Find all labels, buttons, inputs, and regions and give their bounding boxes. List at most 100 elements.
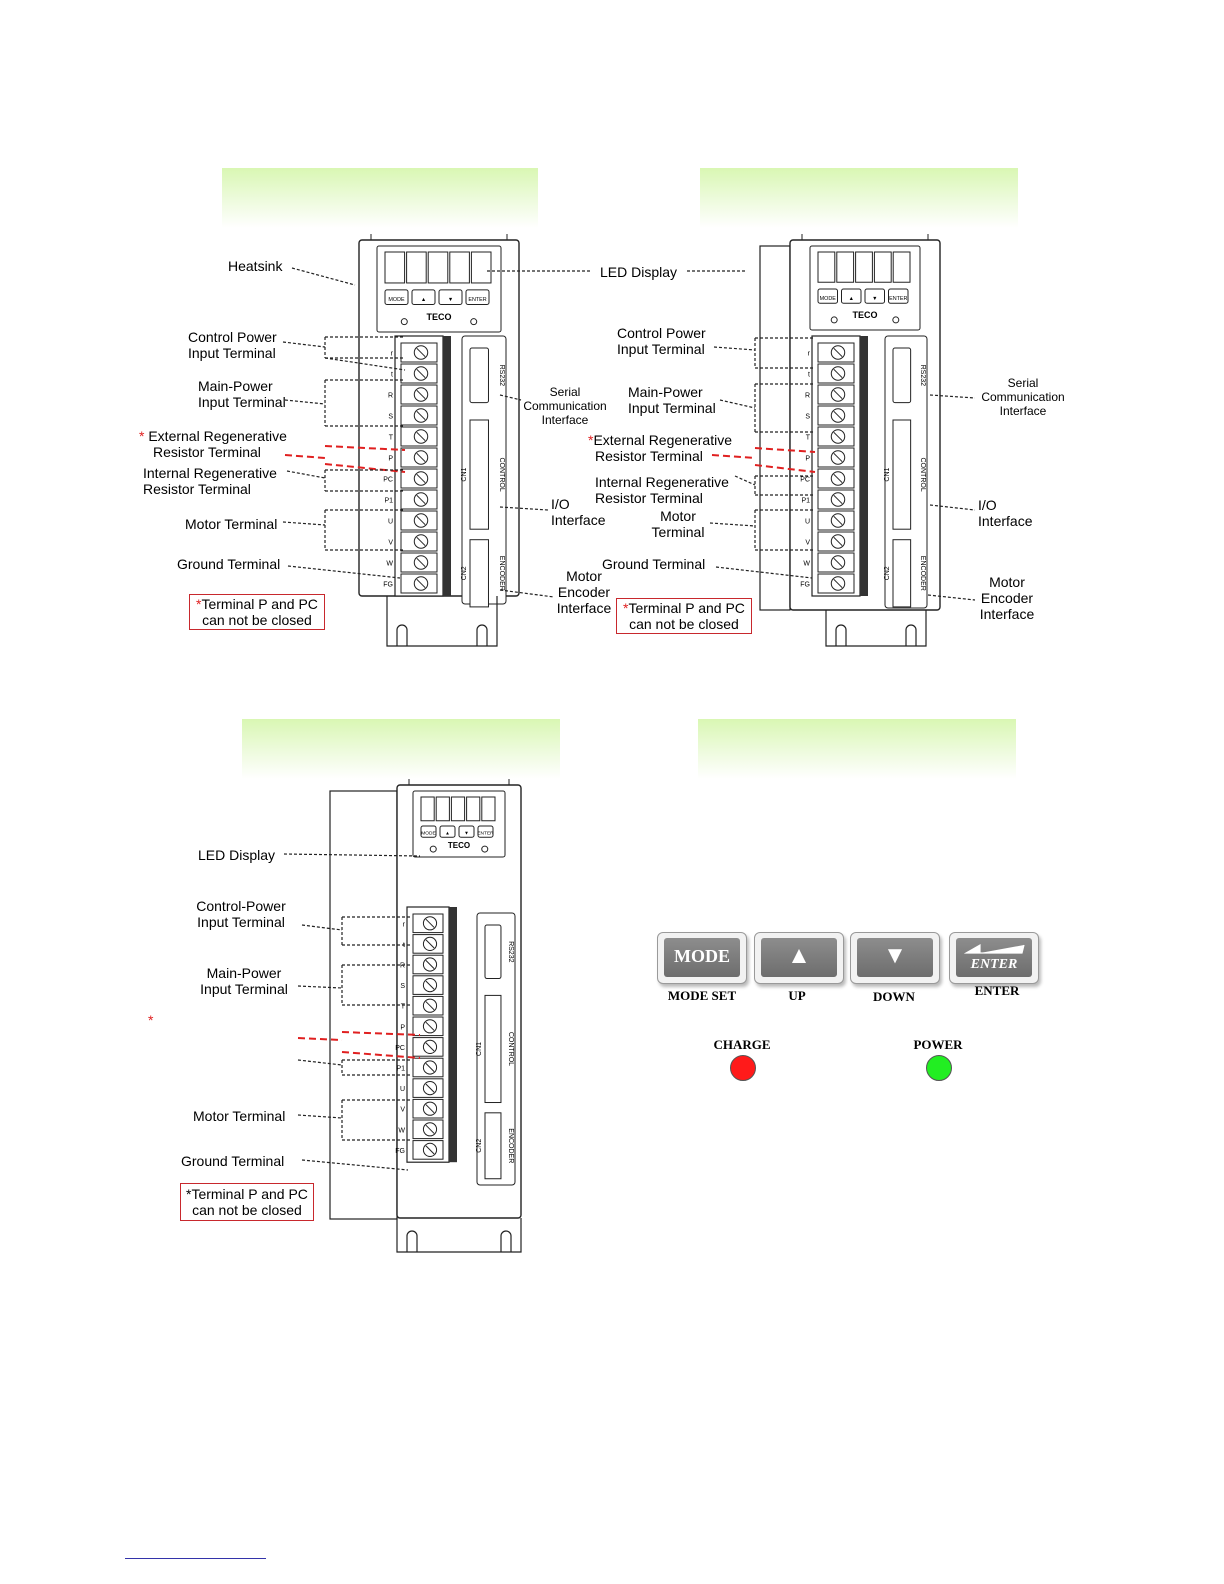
terminal-label: r xyxy=(808,351,811,358)
screw-slot xyxy=(416,347,426,358)
terminal-label: R xyxy=(400,963,405,970)
screw-slot xyxy=(416,536,426,547)
mode-key[interactable]: MODE xyxy=(657,932,747,984)
terminal-label: t xyxy=(808,372,810,379)
cn1-port xyxy=(469,419,489,530)
panel-key-label: ▲ xyxy=(445,832,450,837)
panel-key xyxy=(438,289,463,305)
terminal-label: P xyxy=(805,456,810,463)
enter-caption: ENTER xyxy=(974,983,1020,998)
terminal-label: U xyxy=(805,519,810,526)
leader-line xyxy=(734,475,756,486)
mode-key-face: MODE xyxy=(664,938,740,977)
enter-return-icon xyxy=(964,943,1025,954)
screw-slot xyxy=(425,918,435,928)
terminal-label: t xyxy=(391,372,393,379)
panel-key xyxy=(864,288,885,304)
screw-slot xyxy=(425,1124,435,1134)
leader-line xyxy=(719,399,756,409)
down-key[interactable]: ▼ xyxy=(850,932,940,984)
leader-line xyxy=(297,985,343,989)
screw-slot xyxy=(833,410,843,421)
screw-slot xyxy=(416,452,426,463)
brand-logo: TECO xyxy=(426,312,451,322)
terminal-label: FG xyxy=(383,582,393,589)
leader-line xyxy=(754,447,816,453)
led-digit xyxy=(892,251,911,283)
leader-heatsink xyxy=(291,267,356,286)
down-arrow-icon: ▼ xyxy=(857,938,933,977)
rs232-label: RS232 xyxy=(498,365,505,387)
power-caption: POWER xyxy=(913,1037,963,1052)
leader-line xyxy=(301,924,343,931)
mounting-foot xyxy=(386,596,498,647)
led-digit xyxy=(450,796,466,822)
terminal-label: U xyxy=(388,519,393,526)
panel-key-label: ▼ xyxy=(448,297,453,303)
cn1-label: CN1 xyxy=(884,467,891,481)
screw-slot xyxy=(425,1145,435,1155)
cn2-label: CN2 xyxy=(461,566,468,580)
up-caption: UP xyxy=(788,988,806,1003)
terminal-label: FG xyxy=(800,582,810,589)
screw-slot xyxy=(416,494,426,505)
terminal-label: P xyxy=(388,456,393,463)
screw-slot xyxy=(833,557,843,568)
screw-slot xyxy=(416,389,426,400)
terminal-strip xyxy=(449,907,457,1163)
c-star-mark: * xyxy=(148,1012,154,1028)
terminal-label: PC xyxy=(800,477,810,484)
cn2-label: CN2 xyxy=(476,1139,483,1153)
led-digit xyxy=(406,251,427,284)
a-led-label: LED Display xyxy=(600,264,678,280)
up-key[interactable]: ▲ xyxy=(754,932,844,984)
led-digit xyxy=(817,251,836,283)
leader-line xyxy=(709,522,756,527)
terminal-label: W xyxy=(386,561,393,568)
cn1-label: CN1 xyxy=(461,467,468,481)
leader-line xyxy=(929,394,976,399)
panel-key-label: MODE xyxy=(388,297,405,303)
led-digit xyxy=(449,251,470,284)
led-digit xyxy=(420,796,435,822)
down-caption: DOWN xyxy=(873,989,915,1004)
screw-slot xyxy=(416,515,426,526)
leader-line xyxy=(284,454,326,459)
screw-slot xyxy=(416,578,426,589)
cn1-label: CN1 xyxy=(476,1042,483,1056)
rs232-label: RS232 xyxy=(919,365,926,387)
b-ground-label: Ground Terminal xyxy=(602,556,706,572)
screw-slot xyxy=(425,980,435,990)
panel-key-label: ENTER xyxy=(889,296,907,302)
terminal-label: S xyxy=(805,414,810,421)
terminal-label: r xyxy=(403,921,406,928)
screw-slot xyxy=(833,494,843,505)
leader-line xyxy=(284,399,326,405)
enter-key[interactable]: ENTER xyxy=(949,932,1039,984)
led-digit xyxy=(427,251,449,284)
screw-slot xyxy=(416,431,426,442)
power-led xyxy=(926,1055,952,1081)
charge-led xyxy=(730,1055,756,1081)
panel-key-label: ENTER xyxy=(477,831,494,837)
leader-line xyxy=(282,341,326,348)
terminal-label: PC xyxy=(395,1045,405,1052)
terminal-label: PC xyxy=(383,477,393,484)
a-heatsink-label: Heatsink xyxy=(228,258,283,274)
brand-logo: TECO xyxy=(852,310,877,320)
leader-line xyxy=(711,454,756,459)
leader-line xyxy=(324,357,406,371)
terminal-label: R xyxy=(805,393,810,400)
panel-key xyxy=(458,825,475,838)
leader-line xyxy=(499,394,522,401)
screw-slot xyxy=(416,473,426,484)
screw-slot xyxy=(416,368,426,379)
